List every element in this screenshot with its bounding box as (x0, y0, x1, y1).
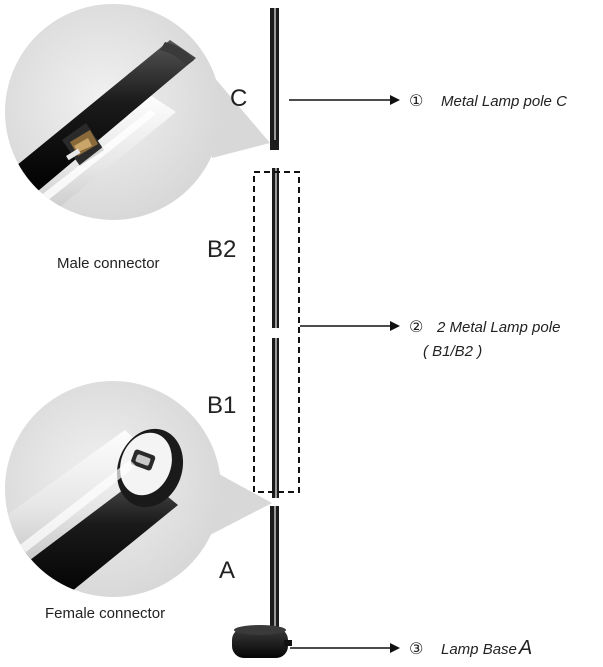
female-connector-illustration (5, 428, 184, 597)
callout-arrow-1 (289, 95, 400, 105)
male-connector-label: Male connector (57, 255, 160, 272)
callout-arrow-3 (290, 643, 400, 653)
callout-3-number: ③ (409, 639, 423, 658)
segment-label-b1: B1 (207, 392, 236, 419)
segment-label-c: C (230, 85, 247, 112)
lamp-base (232, 625, 292, 658)
segment-label-b2: B2 (207, 236, 236, 263)
callout-arrow-2 (300, 321, 400, 331)
callout-2-number: ② (409, 317, 423, 336)
callout-1-text: Metal Lamp pole C (441, 93, 567, 110)
b1-b2-dashed-box (253, 171, 300, 493)
lamp-pole (232, 8, 292, 658)
pole-b1 (272, 338, 279, 498)
callout-1: ① Metal Lamp pole C (409, 91, 567, 110)
pole-c (270, 8, 279, 150)
callout-2-subtext: ( B1/B2 ) (423, 343, 482, 360)
pole-b2 (272, 168, 279, 328)
callout-3-label: Lamp Base (441, 641, 517, 658)
callout-3-emphasis: A (518, 637, 532, 659)
female-magnifier-pointer (208, 468, 272, 535)
callout-2-text: 2 Metal Lamp pole (436, 319, 560, 336)
male-connector-illustration (5, 40, 196, 215)
male-connector-magnifier (5, 4, 270, 220)
callout-2: ② 2 Metal Lamp pole ( B1/B2 ) (409, 317, 560, 360)
pole-a (270, 506, 279, 636)
segment-label-a: A (219, 557, 235, 584)
female-connector-label: Female connector (45, 605, 165, 622)
callout-1-number: ① (409, 91, 423, 110)
male-magnifier-pointer (208, 70, 270, 158)
female-connector-magnifier (5, 381, 272, 597)
